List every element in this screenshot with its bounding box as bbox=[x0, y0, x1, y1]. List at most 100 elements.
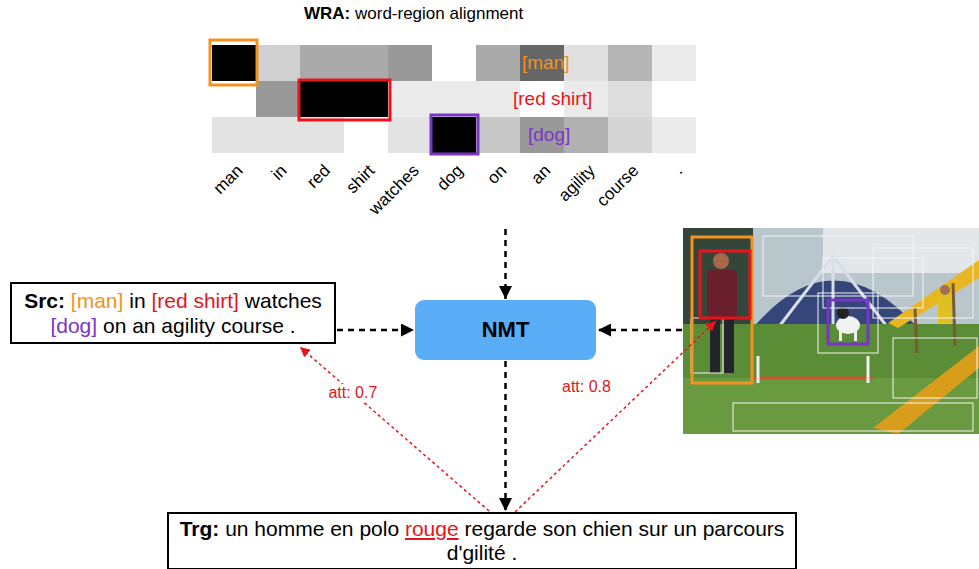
scene-photo bbox=[683, 228, 979, 434]
svg-rect bbox=[763, 236, 913, 296]
svg-rect bbox=[608, 81, 652, 117]
heatmap-row-2 bbox=[212, 117, 696, 153]
flow-arrow bbox=[337, 329, 414, 332]
svg-rect bbox=[608, 117, 652, 153]
svg-rect bbox=[724, 318, 734, 373]
dog-region bbox=[828, 300, 868, 344]
svg-rect bbox=[256, 45, 300, 81]
box-text: NMT bbox=[482, 317, 530, 342]
svg-rect bbox=[256, 117, 300, 153]
red-shirt-highlight bbox=[299, 80, 390, 120]
svg-circle bbox=[940, 285, 950, 295]
node-text: Trg: un homme en polo rouge regarde son … bbox=[177, 517, 787, 565]
svg-rect bbox=[256, 81, 300, 117]
man-highlight bbox=[210, 40, 257, 85]
node-text: NMT bbox=[482, 317, 530, 343]
svg-rect bbox=[344, 45, 388, 81]
svg-rect bbox=[733, 403, 973, 431]
svg-rect bbox=[691, 318, 723, 373]
svg-line bbox=[915, 308, 917, 353]
red-shirt-region bbox=[700, 251, 750, 318]
svg-rect bbox=[652, 45, 696, 81]
svg-rect bbox=[212, 117, 256, 153]
svg-rect bbox=[300, 117, 344, 153]
box-text: [red shirt] bbox=[151, 289, 239, 312]
heatmap-row-0 bbox=[212, 45, 696, 81]
attention-weight: att: 0.8 bbox=[560, 378, 613, 396]
dog-highlight bbox=[431, 115, 478, 154]
column-word: shirt bbox=[342, 161, 379, 198]
svg-rect bbox=[854, 330, 857, 341]
svg-rect bbox=[300, 45, 344, 81]
svg-rect bbox=[388, 117, 432, 153]
svg-rect bbox=[707, 270, 737, 318]
row-label: [man] bbox=[522, 52, 570, 74]
box-text: regarde son chien sur un parcours d'gili… bbox=[447, 517, 785, 564]
svg-circle bbox=[713, 253, 729, 269]
title-text: word-region alignment bbox=[355, 4, 523, 23]
heatmap-row-1 bbox=[212, 81, 696, 117]
svg-line bbox=[753, 377, 873, 380]
column-word: . bbox=[669, 161, 686, 178]
box-text: [man] bbox=[71, 289, 124, 312]
flow-arrow bbox=[504, 229, 507, 299]
column-word: course bbox=[593, 161, 643, 211]
svg-circle bbox=[837, 307, 849, 319]
box-text: in bbox=[129, 289, 145, 312]
column-word: red bbox=[303, 161, 335, 193]
column-word: an bbox=[527, 161, 555, 189]
svg-line bbox=[867, 356, 870, 383]
svg-line bbox=[832, 256, 835, 328]
svg-rect bbox=[344, 117, 388, 153]
attention-arrow bbox=[300, 347, 489, 511]
svg-rect bbox=[432, 81, 476, 117]
title-key: WRA: bbox=[304, 4, 350, 23]
svg-line bbox=[757, 356, 760, 383]
svg-rect bbox=[476, 117, 520, 153]
svg-rect bbox=[893, 338, 977, 398]
svg-rect bbox=[652, 117, 696, 153]
man-region bbox=[692, 237, 752, 383]
column-word: on bbox=[483, 161, 511, 189]
svg-rect bbox=[344, 81, 388, 117]
alignment-panel: WRA: word-region alignment [man] [red shir… bbox=[200, 0, 850, 226]
box-text: on an agility course . bbox=[103, 314, 296, 337]
heatmap-title: WRA: word-region alignment bbox=[304, 4, 523, 24]
svg-rect bbox=[388, 81, 432, 117]
node-text: Src: [man] in [red shirt] watches [dog] … bbox=[20, 288, 326, 338]
region-boxes bbox=[691, 236, 977, 431]
svg-line bbox=[953, 283, 955, 346]
box-text: [dog] bbox=[50, 314, 97, 337]
source-box: Src: [man] in [red shirt] watches [dog] … bbox=[10, 282, 336, 344]
svg-rect bbox=[476, 45, 520, 81]
svg-rect bbox=[823, 228, 979, 273]
box-text: rouge bbox=[405, 517, 459, 540]
column-word: agility bbox=[555, 161, 600, 206]
column-word: man bbox=[210, 161, 248, 199]
column-word: dog bbox=[433, 161, 467, 195]
box-text: watches bbox=[245, 289, 322, 312]
svg-path bbox=[778, 256, 888, 328]
svg-rect bbox=[432, 117, 476, 153]
model-box: NMT bbox=[415, 300, 596, 360]
edge-label: att: 0.7 bbox=[326, 384, 379, 402]
svg-rect bbox=[432, 45, 476, 81]
svg-rect bbox=[683, 228, 979, 434]
svg-rect bbox=[873, 248, 973, 318]
svg-polygon bbox=[873, 346, 979, 434]
svg-rect bbox=[388, 45, 432, 81]
svg-rect bbox=[818, 293, 878, 353]
row-label: [dog] bbox=[528, 124, 570, 146]
flow-arrow bbox=[504, 361, 507, 511]
row-label: [red shirt] bbox=[513, 88, 592, 110]
svg-rect bbox=[300, 81, 344, 117]
svg-rect bbox=[938, 295, 952, 323]
box-heading: Trg: bbox=[180, 517, 220, 540]
box-heading: Src: bbox=[24, 289, 65, 312]
svg-rect bbox=[212, 45, 256, 81]
target-box: Trg: un homme en polo rouge regarde son … bbox=[167, 512, 797, 569]
box-text: un homme en polo bbox=[225, 517, 399, 540]
svg-rect bbox=[608, 45, 652, 81]
svg-rect bbox=[839, 330, 842, 341]
